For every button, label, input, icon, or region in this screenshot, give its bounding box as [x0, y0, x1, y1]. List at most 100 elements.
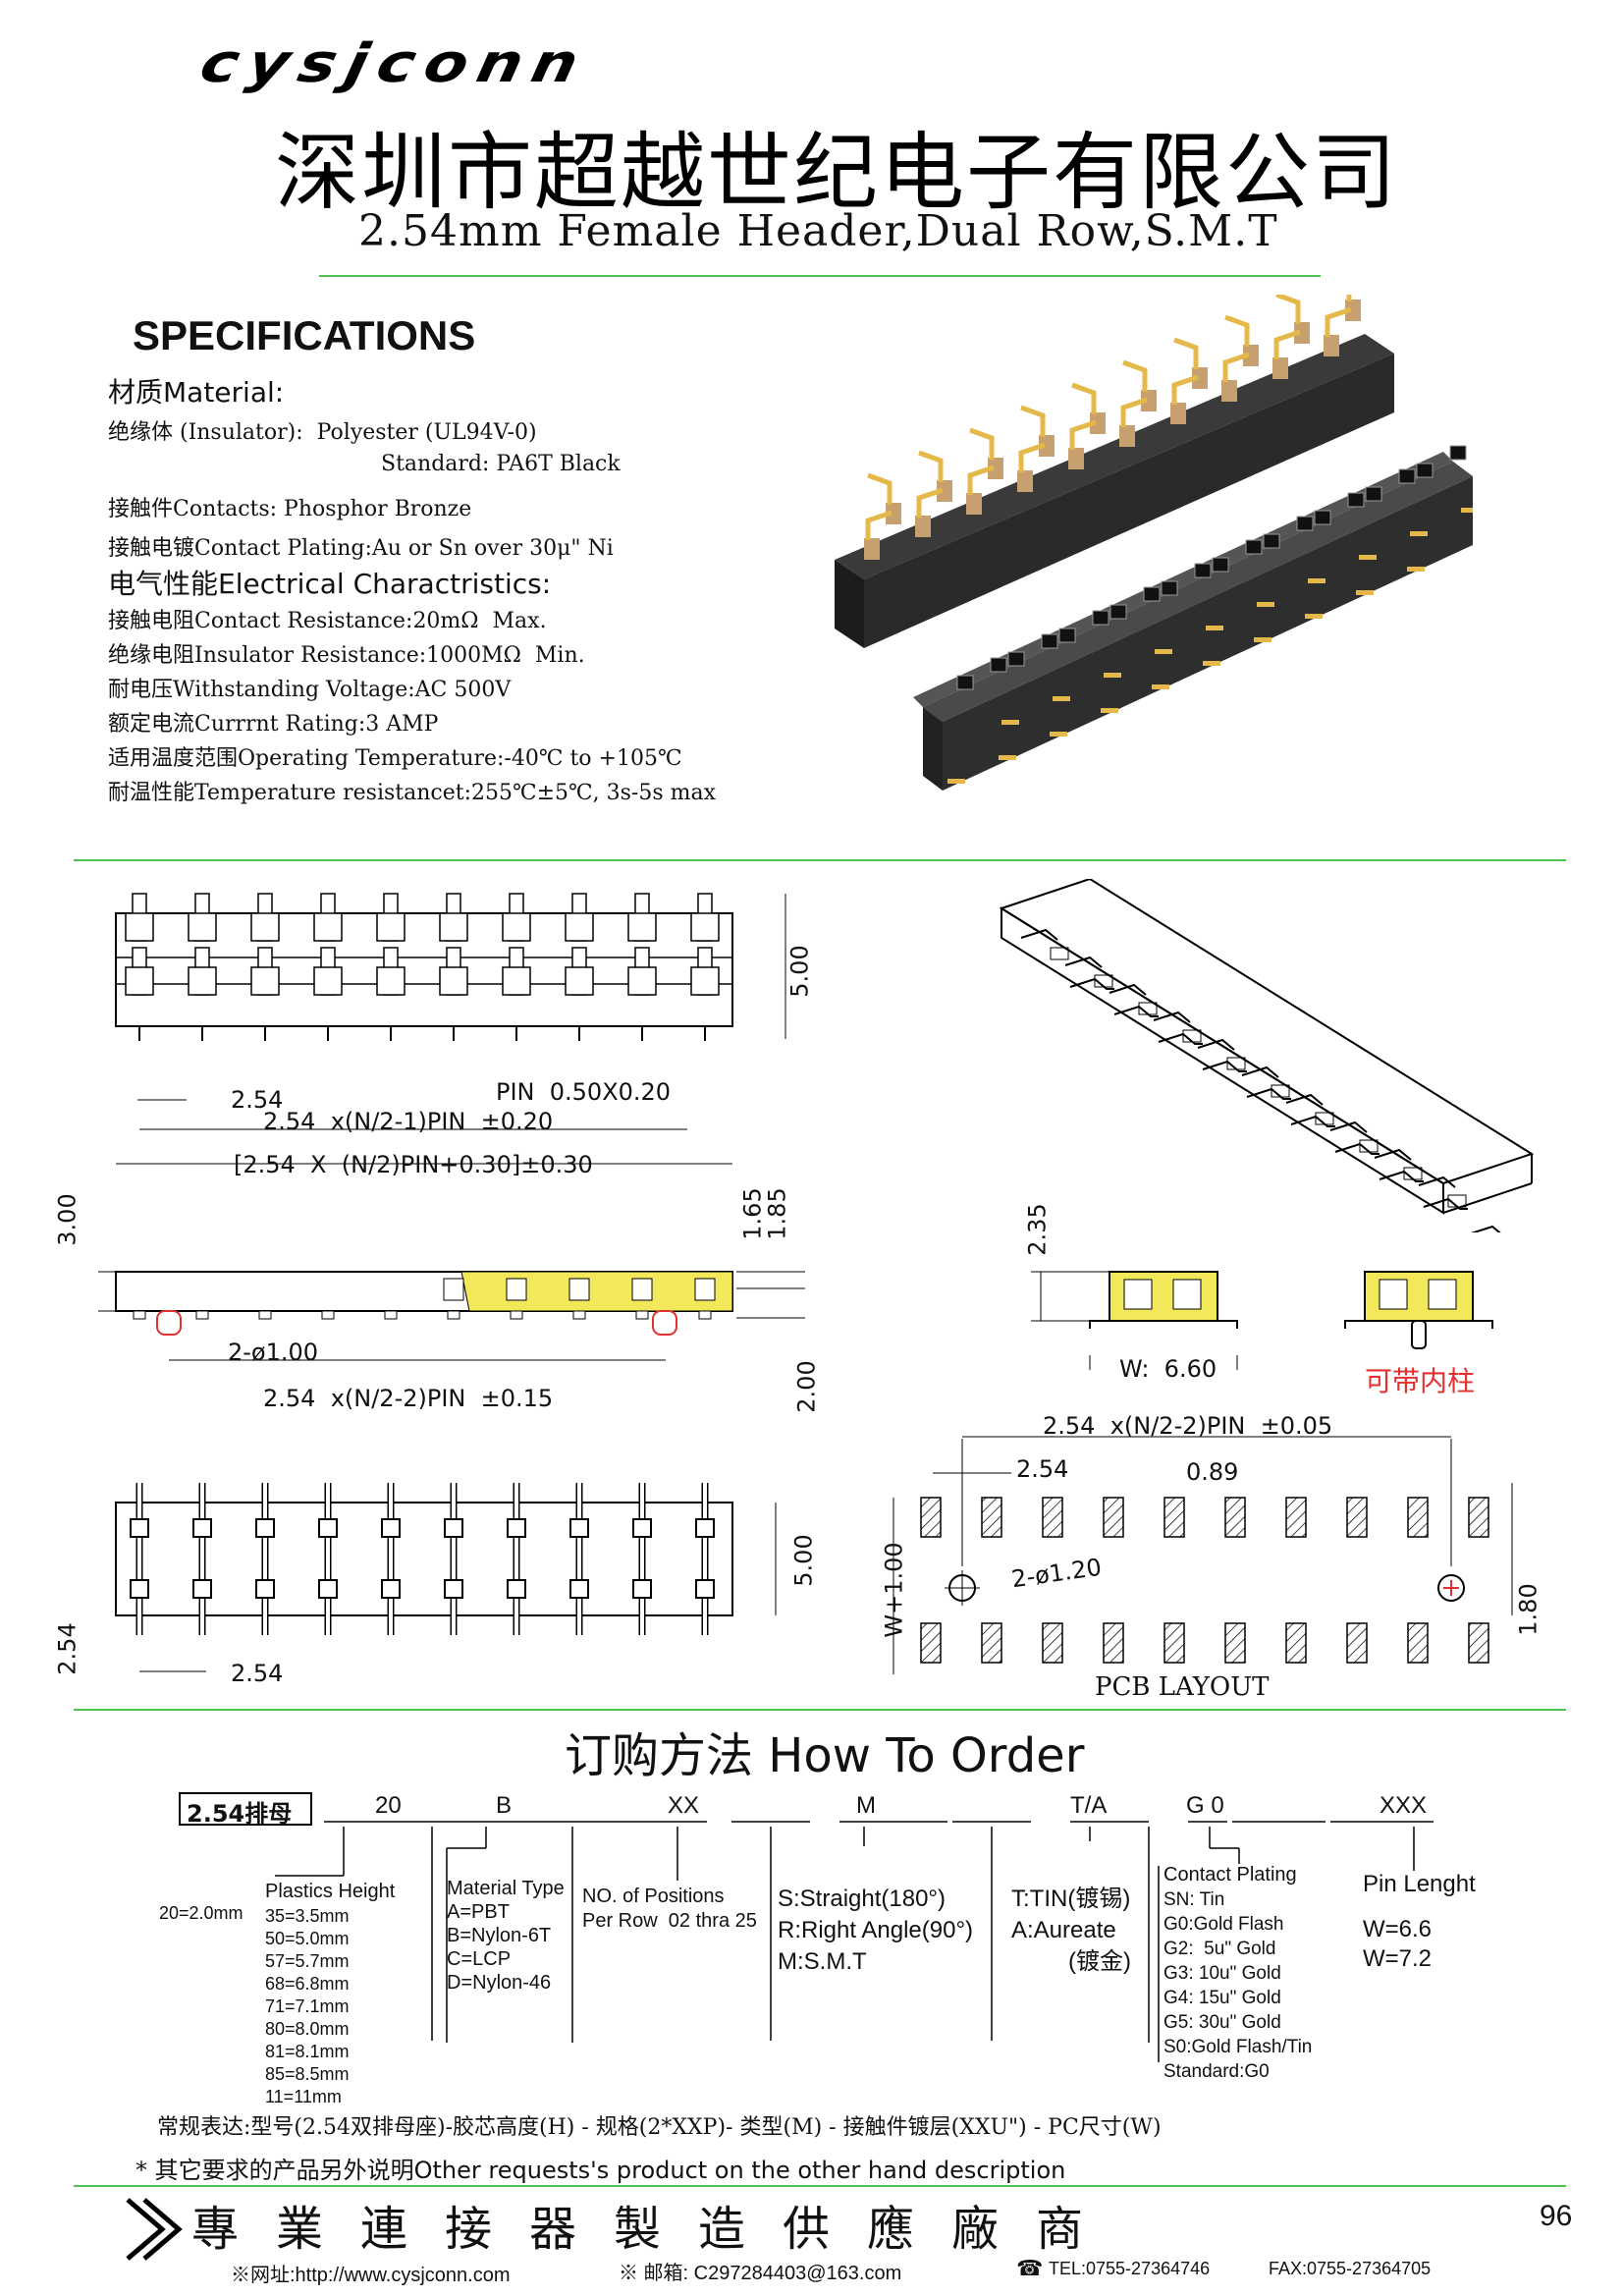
- render-pin: [1294, 322, 1310, 344]
- phone-icon: ☎: [1016, 2257, 1044, 2281]
- list-item: G3: 10u" Gold: [1163, 1963, 1281, 1984]
- render-pin: [1039, 435, 1055, 457]
- footer-email[interactable]: ※ 邮箱: C297284403@163.com: [619, 2263, 902, 2284]
- list-item: M:S.M.T: [778, 1948, 867, 1975]
- render-pin: [1152, 684, 1169, 689]
- render-hole: [1161, 580, 1178, 596]
- render-pin: [1345, 300, 1361, 321]
- page-number: 96: [1540, 2200, 1573, 2232]
- render-pin: [1122, 359, 1148, 392]
- spec-contacts: 接触件Contacts: Phosphor Bronze: [108, 497, 472, 521]
- list-item: D=Nylon-46: [447, 1972, 552, 1994]
- drawing-pin: [1246, 1087, 1291, 1100]
- drawing-pin: [572, 1310, 586, 1320]
- drawing-contact: [439, 966, 468, 996]
- render-pin: [1325, 306, 1352, 337]
- pcb-pad: [981, 1622, 1002, 1664]
- drawing-contact: [130, 1579, 149, 1599]
- drawing-contact: [690, 966, 720, 996]
- footer-website[interactable]: ※网址:http://www.cysjconn.com: [231, 2265, 511, 2286]
- spec-temp-resistance: 耐温性能Temperature resistancet:255℃±5℃, 3s-…: [108, 781, 717, 805]
- positions-label: NO. of Positions: [582, 1886, 725, 1907]
- order-title: 订购方法 How To Order: [565, 1728, 1085, 1783]
- plating-label: Contact Plating: [1163, 1864, 1297, 1886]
- drawing-pin: [1153, 1011, 1191, 1023]
- render-pin: [1203, 661, 1220, 666]
- render-pin: [1272, 357, 1288, 379]
- render-pin: [1017, 470, 1033, 492]
- drawing-contact: [125, 912, 154, 942]
- pcb-pad: [1346, 1622, 1368, 1664]
- spec-operating-temp: 适用温度范围Operating Temperature:-40℃ to +105…: [108, 746, 682, 771]
- drawing-pin: [1470, 1225, 1501, 1232]
- drawing-contact: [632, 1579, 652, 1599]
- render-pin: [966, 493, 982, 515]
- drawing-contact: [376, 966, 406, 996]
- drawing-contact: [439, 912, 468, 942]
- drawing-contact: [507, 1518, 526, 1538]
- render-pin: [1170, 403, 1186, 424]
- render-pin: [988, 458, 1003, 479]
- drawing-contact: [1094, 974, 1113, 988]
- list-item: A=PBT: [447, 1901, 510, 1923]
- order-expression: 常规表达:型号(2.54双排母座)-胶芯高度(H) - 规格(2*XXP)- 类…: [157, 2115, 1162, 2140]
- code-tin: T/A: [1070, 1792, 1108, 1819]
- render-pin: [947, 779, 965, 784]
- list-item: A:Aureate: [1011, 1917, 1116, 1943]
- drawing-contact: [444, 1518, 463, 1538]
- render-pin: [1308, 578, 1325, 583]
- drawing-contact: [569, 1518, 589, 1538]
- pcb-pad: [1224, 1622, 1246, 1664]
- render-hole: [1365, 486, 1382, 502]
- divider: [74, 859, 1566, 861]
- dim-h235: 2.35: [1023, 1203, 1052, 1256]
- render-hole: [1007, 651, 1025, 667]
- drawing-contact: [1226, 1057, 1246, 1070]
- drawing-pin: [510, 1310, 523, 1320]
- dim-pcb-pitch: 2.54: [1016, 1455, 1069, 1483]
- spec-standard: Standard: PA6T Black: [381, 452, 621, 476]
- drawing-pin: [635, 1310, 649, 1320]
- drawing-contact: [444, 1579, 463, 1599]
- drawing-pin: [321, 1310, 335, 1320]
- drawing-contact: [313, 912, 343, 942]
- render-pin: [1053, 696, 1070, 701]
- dim-w660: W: 6.60: [1119, 1355, 1217, 1383]
- drawing-contact: [690, 912, 720, 942]
- dim-top-pitch: 2.54: [231, 1660, 284, 1687]
- list-item: 68=6.8mm: [265, 1974, 350, 1994]
- render-pin: [1206, 626, 1223, 630]
- dim-pcb-span: 2.54 x(N/2-2)PIN ±0.05: [1043, 1412, 1333, 1440]
- drawing-contact: [255, 1518, 275, 1538]
- pcb-pad: [920, 1497, 942, 1538]
- drawing-pin: [447, 1310, 460, 1320]
- drawing-contact: [565, 966, 594, 996]
- render-hole: [1449, 445, 1467, 461]
- pcb-pad: [920, 1622, 942, 1664]
- spec-insulator: 绝缘体 (Insulator): Polyester (UL94V-0): [108, 420, 537, 445]
- render-pin: [1224, 314, 1250, 347]
- footer-tel: TEL:0755-27364746: [1049, 2259, 1211, 2278]
- drawing-contact: [502, 966, 531, 996]
- list-item: 11=11mm: [265, 2087, 342, 2106]
- render-pin: [1141, 390, 1157, 411]
- render-pin: [967, 465, 995, 495]
- list-item: T:TIN(镀锡): [1011, 1886, 1131, 1912]
- product-render: [835, 295, 1473, 791]
- render-pin: [918, 450, 944, 482]
- dim-span3: 2.54 x(N/2-2)PIN ±0.15: [263, 1385, 554, 1412]
- pcb-layout-label: PCB LAYOUT: [1095, 1672, 1270, 1702]
- pcb-pad: [1285, 1497, 1307, 1538]
- drawing-contact: [631, 1278, 653, 1301]
- render-pin: [999, 755, 1016, 760]
- list-item: S0:Gold Flash/Tin: [1163, 2037, 1313, 2057]
- spec-title: SPECIFICATIONS: [133, 312, 476, 358]
- drawing-contact: [502, 912, 531, 942]
- pcb-pad: [1468, 1622, 1489, 1664]
- drawing-contact: [381, 1518, 401, 1538]
- render-hole: [1314, 510, 1331, 525]
- company-name: 深圳市超越世纪电子有限公司: [275, 124, 1398, 222]
- dim-pin-size: PIN 0.50X0.20: [496, 1078, 672, 1106]
